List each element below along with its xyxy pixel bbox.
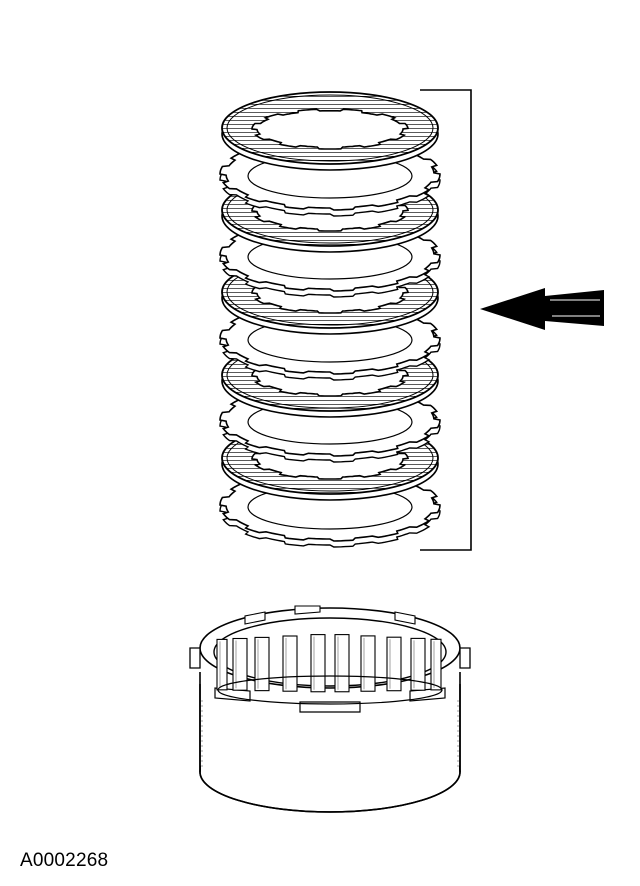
drum-spline (310, 634, 326, 693)
friction-disc (221, 91, 439, 171)
clutch-drum (189, 605, 471, 813)
drum-spline (254, 636, 270, 692)
drum-spline (410, 637, 426, 691)
left-arrow-icon (480, 288, 604, 330)
drum-spline (360, 635, 376, 692)
stack-bracket (420, 89, 472, 551)
drum-spline (232, 637, 248, 691)
figure-id-label: A0002268 (20, 850, 108, 871)
drum-spline (386, 636, 402, 692)
drum-spline (282, 635, 298, 692)
drum-spline (430, 638, 442, 691)
drum-spline (216, 638, 228, 691)
clutch-plate-stack (219, 91, 441, 548)
drum-spline (334, 634, 350, 693)
